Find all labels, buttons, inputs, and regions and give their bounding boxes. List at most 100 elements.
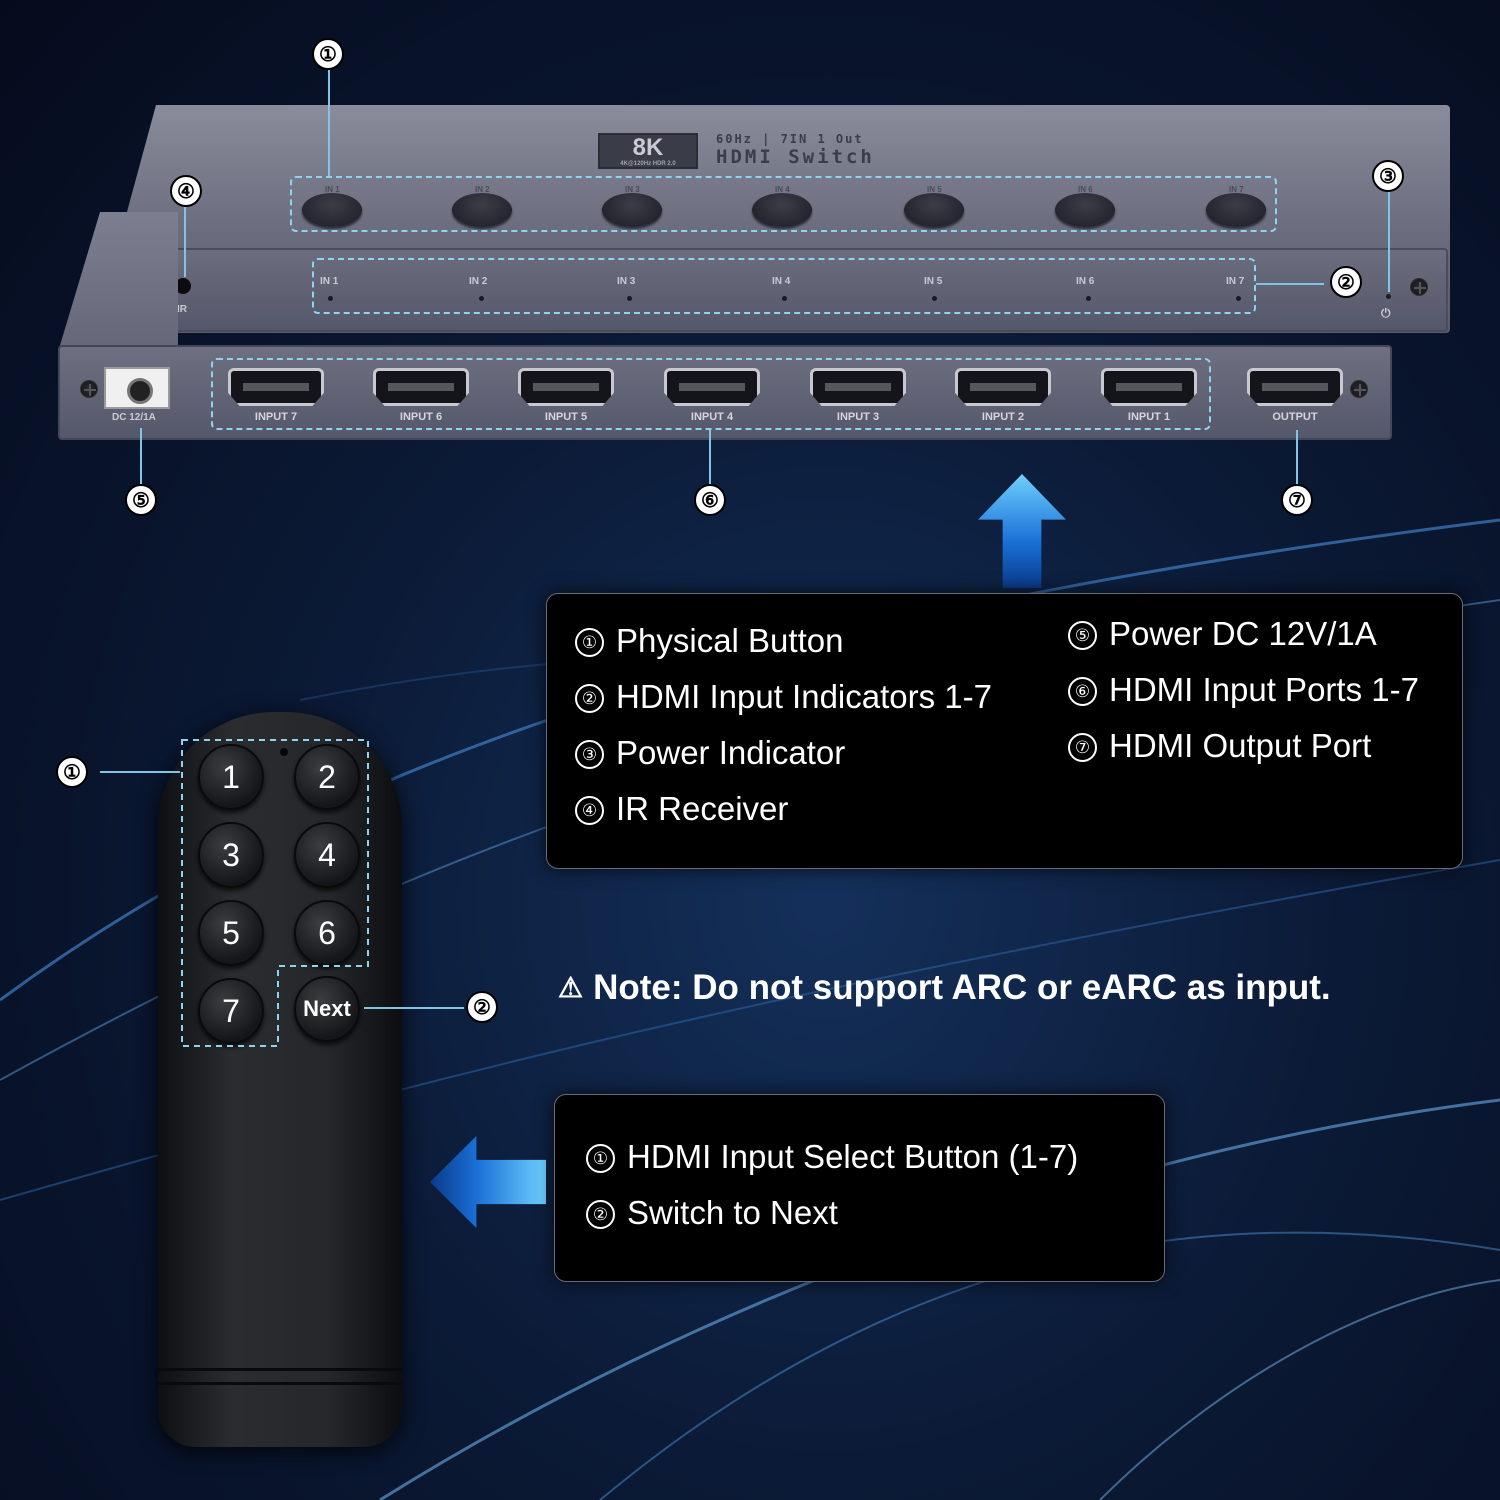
hdmi-port-input-3[interactable] — [810, 368, 906, 406]
callout-line — [709, 430, 711, 484]
device-legend-panel — [546, 593, 1463, 869]
button-label: IN 1 — [325, 185, 340, 194]
output-label: OUTPUT — [1272, 411, 1318, 423]
remote-control — [158, 712, 402, 1447]
callout-line — [328, 70, 330, 176]
remote-groove — [158, 1368, 402, 1371]
hdmi-port-input-1[interactable] — [1101, 368, 1197, 406]
button-label: IN 4 — [775, 185, 790, 194]
switch-indicator-panel — [120, 248, 1448, 332]
power-icon: ⏻ — [1381, 306, 1391, 320]
ir-label: IR — [177, 304, 187, 315]
remote-button-3[interactable]: 3 — [198, 822, 264, 888]
physical-button-6[interactable] — [1055, 193, 1115, 227]
hdmi-port-input-2[interactable] — [955, 368, 1051, 406]
callout-number: ② — [466, 991, 498, 1023]
callout-line — [140, 428, 142, 484]
port-label: INPUT 1 — [1127, 411, 1171, 423]
remote-legend-panel — [554, 1094, 1165, 1282]
indicator-label: IN 3 — [617, 276, 636, 287]
callout-number: ⑥ — [694, 484, 726, 516]
remote-button-4[interactable]: 4 — [294, 822, 360, 888]
indicator-led-5 — [932, 296, 937, 301]
indicator-label: IN 1 — [320, 276, 339, 287]
callout-number: ① — [56, 756, 88, 788]
port-label: INPUT 3 — [836, 411, 880, 423]
hdmi-port-input-5[interactable] — [518, 368, 614, 406]
callout-number: ① — [312, 38, 344, 70]
screw-icon — [80, 380, 98, 398]
callout-line — [364, 1007, 464, 1009]
callout-line — [1388, 192, 1390, 292]
remote-button-2[interactable]: 2 — [294, 744, 360, 810]
button-label: IN 3 — [625, 185, 640, 194]
power-indicator-led — [1386, 294, 1391, 299]
remote-groove — [158, 1382, 402, 1385]
indicator-label: IN 4 — [772, 276, 791, 287]
screw-icon — [1350, 380, 1368, 398]
indicator-led-6 — [1086, 296, 1091, 301]
remote-buttons-highlight — [181, 739, 369, 1047]
input-ports-highlight — [211, 358, 1211, 430]
hdmi-port-input-7[interactable] — [228, 368, 324, 406]
button-label: IN 5 — [927, 185, 942, 194]
indicator-led-1 — [328, 296, 333, 301]
ir-receiver-icon — [175, 278, 191, 294]
8k-badge: 8K 4K@120Hz HDR 2.0 — [598, 133, 698, 169]
physical-button-1[interactable] — [302, 193, 362, 227]
button-label: IN 6 — [1078, 185, 1093, 194]
callout-number: ③ — [1372, 160, 1404, 192]
callout-number: ⑤ — [125, 484, 157, 516]
remote-next-button[interactable]: Next — [294, 976, 360, 1042]
hdmi-port-input-4[interactable] — [664, 368, 760, 406]
callout-line — [100, 771, 180, 773]
callout-line — [1296, 430, 1298, 484]
callout-line — [184, 207, 186, 277]
port-label: INPUT 2 — [981, 411, 1025, 423]
callout-number: ② — [1330, 266, 1362, 298]
physical-button-4[interactable] — [752, 193, 812, 227]
arc-note: ⚠Note: Do not support ARC or eARC as inp… — [558, 968, 1331, 1007]
remote-ir-emitter-icon — [280, 748, 288, 756]
indicators-highlight — [312, 258, 1256, 314]
indicator-led-7 — [1236, 296, 1241, 301]
indicator-led-2 — [479, 296, 484, 301]
dc-label: DC 12/1A — [112, 412, 156, 423]
button-label: IN 2 — [475, 185, 490, 194]
warning-icon: ⚠ — [558, 972, 584, 1003]
remote-button-5[interactable]: 5 — [198, 900, 264, 966]
indicator-label: IN 5 — [924, 276, 943, 287]
port-label: INPUT 6 — [399, 411, 443, 423]
hdmi-port-output[interactable] — [1247, 368, 1343, 406]
physical-buttons-highlight — [290, 176, 1277, 232]
indicator-label: IN 2 — [469, 276, 488, 287]
remote-button-1[interactable]: 1 — [198, 744, 264, 810]
remote-button-7[interactable]: 7 — [198, 978, 264, 1044]
physical-button-5[interactable] — [904, 193, 964, 227]
port-label: INPUT 5 — [544, 411, 588, 423]
callout-number: ④ — [170, 175, 202, 207]
port-label: INPUT 4 — [690, 411, 734, 423]
physical-button-3[interactable] — [602, 193, 662, 227]
callout-number: ⑦ — [1281, 484, 1313, 516]
device-title: 60Hz | 7IN 1 Out HDMI Switch — [716, 132, 875, 168]
screw-icon — [1410, 278, 1428, 296]
callout-line — [1256, 283, 1324, 285]
button-label: IN 7 — [1229, 185, 1244, 194]
indicator-label: IN 6 — [1076, 276, 1095, 287]
indicator-led-3 — [627, 296, 632, 301]
indicator-label: IN 7 — [1226, 276, 1245, 287]
physical-button-7[interactable] — [1206, 193, 1266, 227]
indicator-led-4 — [782, 296, 787, 301]
hdmi-port-input-6[interactable] — [373, 368, 469, 406]
physical-button-2[interactable] — [452, 193, 512, 227]
